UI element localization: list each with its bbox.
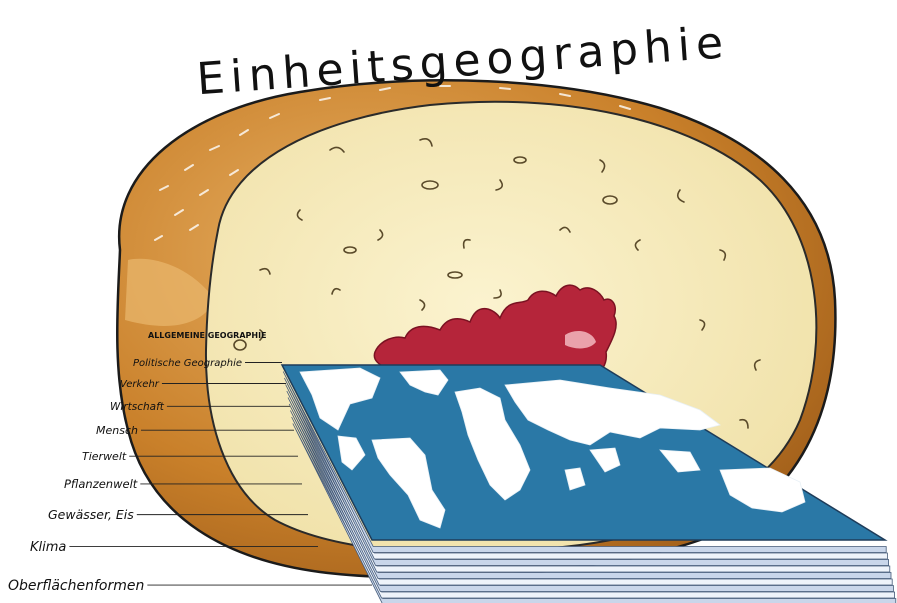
- heading-label: ALLGEMEINE GEOGRAPHIE: [148, 331, 267, 340]
- layer-label: Mensch: [96, 424, 138, 437]
- layer-label: Verkehr: [120, 379, 160, 390]
- layer-label: Gewässer, Eis: [48, 507, 134, 522]
- layer-label: Oberflächenformen: [8, 578, 144, 594]
- layer-label: Tierwelt: [82, 450, 127, 463]
- layer-label: Politische Geographie: [133, 358, 242, 369]
- layer-label: Pflanzenwelt: [64, 477, 138, 491]
- layer-label: Wirtschaft: [110, 401, 165, 413]
- layer-label: Klima: [30, 540, 66, 555]
